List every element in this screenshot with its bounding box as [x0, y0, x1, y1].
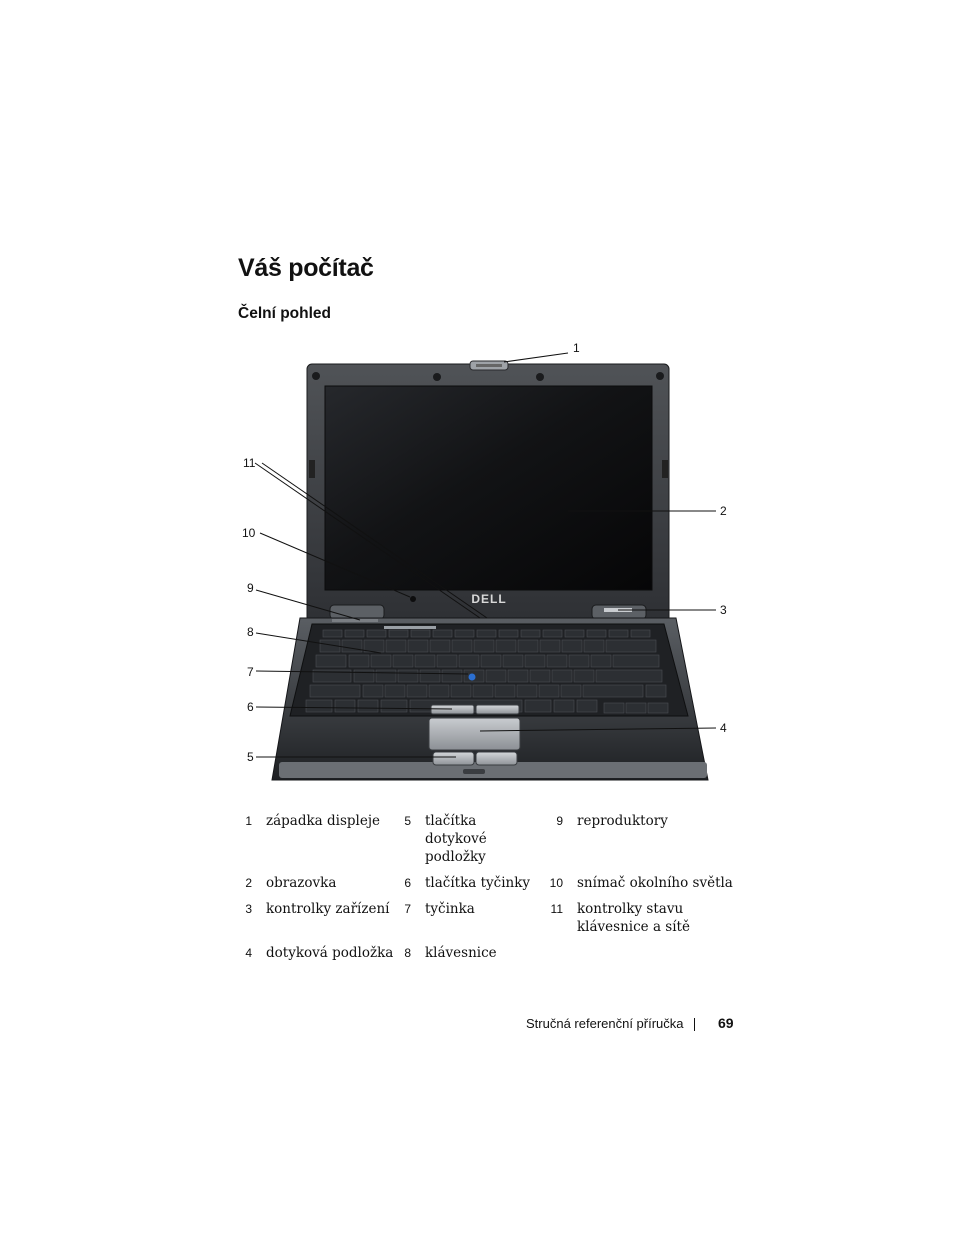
touch-pad [428, 717, 521, 751]
callout-1: 1 [573, 341, 580, 355]
legend-label: obrazovka [266, 875, 337, 891]
hinge-left [329, 604, 385, 620]
legend-number: 8 [404, 946, 411, 960]
laptop-front-view-figure: DELL [242, 341, 727, 781]
callout-lines [254, 352, 717, 758]
keyboard-status-lights [384, 626, 436, 629]
page-number: 69 [718, 1015, 734, 1031]
display-lid: DELL [306, 360, 670, 623]
front-latch [463, 769, 485, 774]
legend-number: 5 [404, 814, 411, 828]
track-stick-button-left [430, 704, 475, 715]
legend-number: 1 [245, 814, 252, 828]
pointing-stick [468, 673, 476, 681]
legend-row: 3 kontrolky zařízení 7 tyčinka 11 kontro… [240, 900, 745, 944]
figure-legend-table: 1 západka displeje 5 tlačítka dotykové p… [240, 812, 745, 970]
legend-label: tlačítka dotykové podložky [425, 813, 487, 865]
callout-8: 8 [247, 625, 254, 639]
callout-4: 4 [720, 721, 727, 735]
callout-6: 6 [247, 700, 254, 714]
legend-row: 4 dotyková podložka 8 klávesnice [240, 944, 745, 970]
page-title: Váš počítač [238, 254, 374, 282]
dell-logo: DELL [471, 592, 506, 606]
legend-label: kontrolky stavu klávesnice a sítě [577, 901, 690, 935]
callout-7: 7 [247, 665, 254, 679]
legend-label: západka displeje [266, 813, 381, 829]
touch-pad-button-left [432, 751, 475, 766]
legend-number [539, 944, 577, 970]
callout-5: 5 [247, 750, 254, 764]
legend-label: snímač okolního světla [577, 875, 733, 891]
legend-row: 1 západka displeje 5 tlačítka dotykové p… [240, 812, 745, 874]
legend-label: tlačítka tyčinky [425, 875, 531, 891]
legend-label: klávesnice [425, 945, 497, 961]
legend-label: reproduktory [577, 813, 668, 829]
legend-label: tyčinka [425, 901, 475, 917]
touch-pad-button-right [475, 751, 518, 766]
legend-label: dotyková podložka [266, 945, 394, 961]
legend-row: 2 obrazovka 6 tlačítka tyčinky 10 snímač… [240, 874, 745, 900]
legend-number: 10 [549, 876, 563, 890]
legend-number: 2 [245, 876, 252, 890]
callout-9: 9 [247, 581, 254, 595]
callout-2: 2 [720, 504, 727, 518]
legend-number: 11 [550, 902, 563, 916]
legend-number: 4 [245, 946, 252, 960]
legend-number: 3 [245, 902, 252, 916]
section-title: Čelní pohled [238, 305, 331, 322]
track-stick-button-right [475, 704, 520, 715]
footer-separator [694, 1018, 695, 1031]
callout-10: 10 [242, 526, 256, 540]
callout-3: 3 [720, 603, 727, 617]
legend-number: 7 [404, 902, 411, 916]
legend-label: kontrolky zařízení [266, 901, 390, 917]
legend-number: 9 [556, 814, 563, 828]
speaker-grille [332, 619, 378, 622]
footer-book-title: Stručná referenční příručka [526, 1016, 684, 1031]
keyboard [305, 629, 669, 714]
legend-label [577, 944, 745, 970]
callout-11: 11 [243, 456, 256, 470]
legend-number: 6 [404, 876, 411, 890]
